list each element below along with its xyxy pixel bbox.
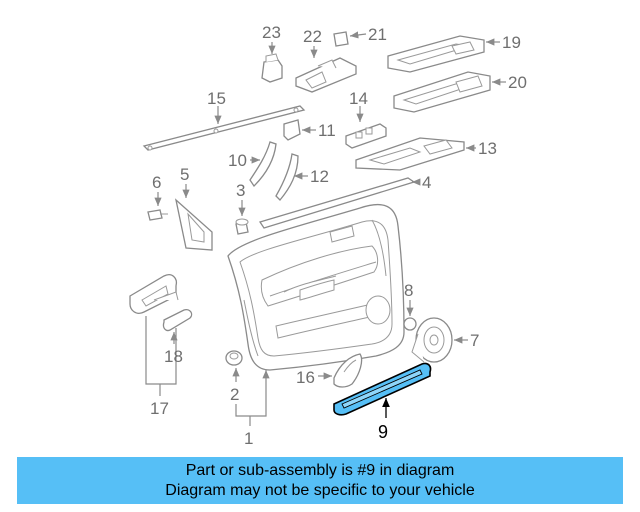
label-21: 21 [368,25,387,44]
part-21[interactable]: 21 [333,25,387,47]
part-7[interactable]: 7 [411,317,479,363]
part-22[interactable]: 22 [295,27,357,93]
part-4[interactable]: 4 [258,173,431,229]
door-trim-panel[interactable] [227,203,405,371]
part-20[interactable]: 20 [393,71,527,113]
label-16: 16 [296,368,315,387]
label-10: 10 [228,151,247,170]
part-23[interactable]: 23 [261,23,283,83]
label-3: 3 [236,181,245,200]
label-14: 14 [349,89,368,108]
part-19[interactable]: 19 [387,33,521,73]
info-banner: Part or sub-assembly is #9 in diagram Di… [17,457,623,504]
part-1[interactable]: 1 [235,370,270,448]
label-9: 9 [378,422,388,442]
part-9-highlighted[interactable]: 9 [333,362,432,442]
label-22: 22 [303,27,322,46]
part-11[interactable]: 11 [283,119,336,141]
label-8: 8 [404,281,413,300]
part-18[interactable]: 18 [162,308,193,366]
part-10[interactable]: 10 [228,141,277,188]
part-16[interactable]: 16 [296,353,363,388]
banner-line-2: Diagram may not be specific to your vehi… [165,482,475,499]
part-8[interactable]: 8 [403,281,417,331]
parts-diagram: 23 22 21 19 20 15 [129,23,527,448]
part-13[interactable]: 13 [355,137,497,171]
label-18: 18 [164,347,183,366]
part-3[interactable]: 3 [235,181,249,235]
part-15[interactable]: 15 [142,89,306,151]
label-2: 2 [230,385,239,404]
part-6[interactable]: 6 [147,173,168,221]
label-12: 12 [310,167,329,186]
part-5[interactable]: 5 [174,165,213,251]
label-19: 19 [502,33,521,52]
label-6: 6 [152,173,161,192]
part-2[interactable]: 2 [225,350,243,404]
part-12[interactable]: 12 [275,153,329,201]
label-17: 17 [150,399,169,418]
label-11: 11 [318,121,336,140]
banner-line-1: Part or sub-assembly is #9 in diagram [185,462,455,479]
label-15: 15 [207,89,226,108]
label-20: 20 [508,73,527,92]
label-1: 1 [244,429,253,448]
label-23: 23 [262,23,281,42]
label-4: 4 [422,173,431,192]
part-17[interactable]: 17 [129,274,179,418]
label-7: 7 [470,331,479,350]
label-5: 5 [180,165,189,184]
label-13: 13 [478,139,497,158]
part-14[interactable]: 14 [345,89,387,149]
